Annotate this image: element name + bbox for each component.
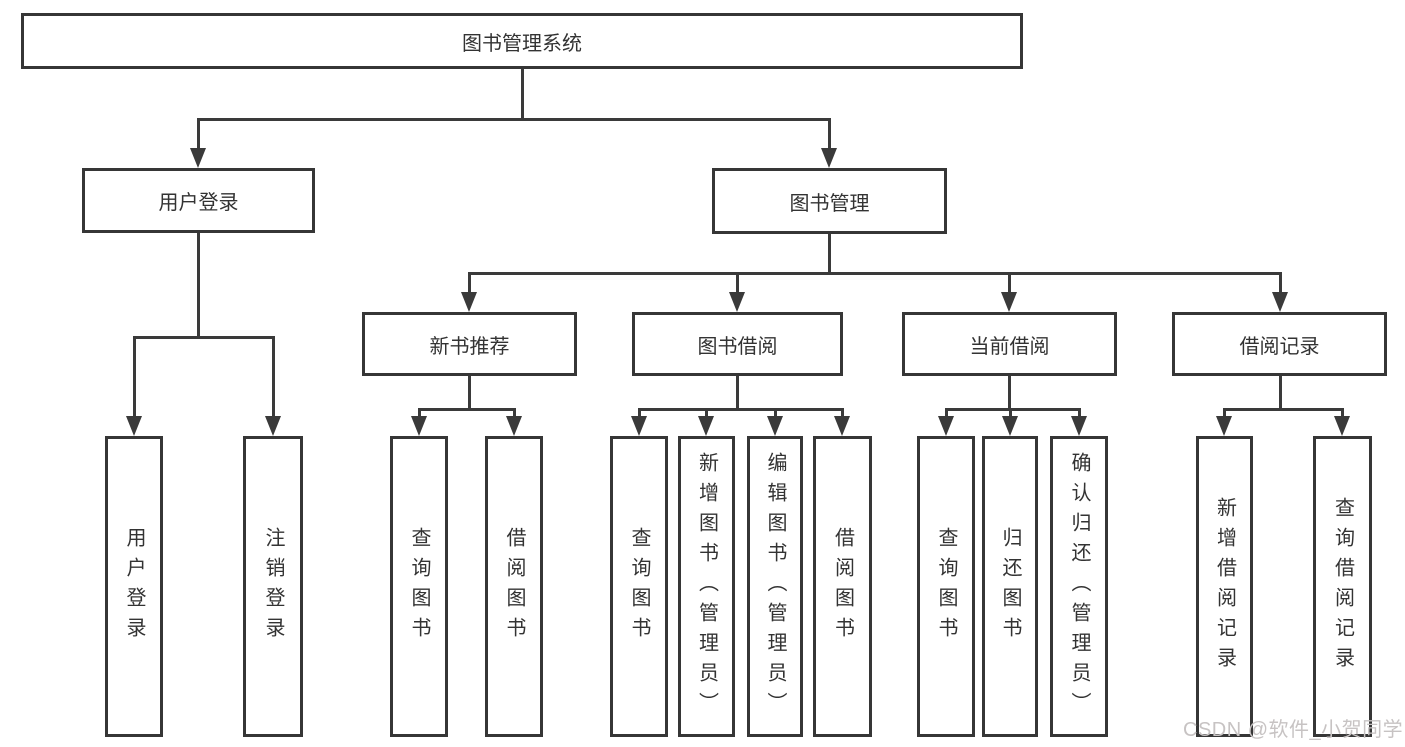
arrow-down-icon <box>190 148 206 168</box>
connector-line <box>521 69 524 121</box>
connector-line <box>1341 408 1344 420</box>
connector-line <box>133 336 275 339</box>
arrow-down-icon <box>821 148 837 168</box>
connector-line <box>1008 376 1011 411</box>
node-label: 用户登录 <box>158 192 239 214</box>
arrow-down-icon <box>834 416 850 436</box>
arrow-down-icon <box>265 416 281 436</box>
connector-line <box>736 376 739 411</box>
connector-line <box>418 408 516 411</box>
connector-line <box>468 272 471 296</box>
leaf-label: 注销登录 <box>262 526 284 647</box>
leaf-label: 查询图书 <box>408 526 430 647</box>
leaf-label: 查询图书 <box>628 526 650 647</box>
leaf-query-books-borrowing: 查询图书 <box>610 436 668 737</box>
arrow-down-icon <box>767 416 783 436</box>
connector-line <box>418 408 421 420</box>
connector-line <box>272 336 275 420</box>
connector-line <box>828 118 831 152</box>
node-borrow-records: 借阅记录 <box>1172 312 1387 376</box>
arrow-down-icon <box>729 292 745 312</box>
leaf-label: 归还图书 <box>999 526 1021 647</box>
leaf-label: 确认归还（管理员） <box>1068 451 1090 722</box>
leaf-borrow-books-recommend: 借阅图书 <box>485 436 543 737</box>
node-new-book-recommend: 新书推荐 <box>362 312 577 376</box>
connector-line <box>1223 408 1344 411</box>
leaf-user-login: 用户登录 <box>105 436 163 737</box>
node-book-management: 图书管理 <box>712 168 947 234</box>
leaf-label: 借阅图书 <box>831 526 854 647</box>
connector-line <box>468 272 1282 275</box>
arrow-down-icon <box>938 416 954 436</box>
connector-line <box>1279 376 1282 411</box>
connector-line <box>1008 272 1011 296</box>
arrow-down-icon <box>1334 416 1350 436</box>
connector-line <box>945 408 1081 411</box>
leaf-add-borrow-record: 新增借阅记录 <box>1196 436 1253 737</box>
arrow-down-icon <box>1272 292 1288 312</box>
leaf-query-books-recommend: 查询图书 <box>390 436 448 737</box>
arrow-down-icon <box>1216 416 1232 436</box>
connector-line <box>774 408 777 420</box>
leaf-return-books: 归还图书 <box>982 436 1038 737</box>
node-label: 当前借阅 <box>969 335 1050 358</box>
connector-line <box>1279 272 1282 296</box>
leaf-label: 新增借阅记录 <box>1213 496 1236 677</box>
leaf-query-borrow-record: 查询借阅记录 <box>1313 436 1372 737</box>
connector-line <box>1223 408 1226 420</box>
leaf-label: 查询借阅记录 <box>1331 496 1354 677</box>
leaf-query-books-current: 查询图书 <box>917 436 975 737</box>
node-user-login: 用户登录 <box>82 168 315 233</box>
connector-line <box>638 408 844 411</box>
node-label: 图书借阅 <box>697 335 778 358</box>
leaf-label: 编辑图书（管理员） <box>764 451 786 722</box>
node-book-borrowing: 图书借阅 <box>632 312 843 376</box>
connector-line <box>133 336 136 420</box>
node-library-system: 图书管理系统 <box>21 13 1023 69</box>
connector-line <box>468 376 471 411</box>
connector-line <box>197 233 200 339</box>
node-label: 新书推荐 <box>429 335 510 358</box>
arrow-down-icon <box>411 416 427 436</box>
leaf-label: 借阅图书 <box>503 526 525 647</box>
connector-line <box>736 272 739 296</box>
connector-line <box>638 408 641 420</box>
connector-line <box>197 118 831 121</box>
connector-line <box>841 408 844 420</box>
arrow-down-icon <box>506 416 522 436</box>
connector-line <box>197 118 200 152</box>
node-label: 借阅记录 <box>1239 335 1320 358</box>
arrow-down-icon <box>1001 292 1017 312</box>
connector-line <box>1009 408 1012 420</box>
leaf-confirm-return-admin: 确认归还（管理员） <box>1050 436 1108 737</box>
node-label: 图书管理 <box>789 192 870 215</box>
connector-line <box>945 408 948 420</box>
leaf-edit-book-admin: 编辑图书（管理员） <box>747 436 803 737</box>
leaf-add-book-admin: 新增图书（管理员） <box>678 436 735 737</box>
leaf-label: 查询图书 <box>935 526 957 647</box>
node-current-borrowing: 当前借阅 <box>902 312 1117 376</box>
node-label: 图书管理系统 <box>462 32 582 55</box>
leaf-label: 用户登录 <box>123 526 145 647</box>
connector-line <box>705 408 708 420</box>
leaf-label: 新增图书（管理员） <box>695 451 718 722</box>
arrow-down-icon <box>631 416 647 436</box>
connector-line <box>513 408 516 420</box>
csdn-watermark: CSDN @软件_小贺同学 <box>1183 719 1404 741</box>
arrow-down-icon <box>698 416 714 436</box>
leaf-logout: 注销登录 <box>243 436 303 737</box>
connector-line <box>828 234 831 275</box>
connector-line <box>1078 408 1081 420</box>
arrow-down-icon <box>126 416 142 436</box>
arrow-down-icon <box>461 292 477 312</box>
leaf-borrow-books-borrowing: 借阅图书 <box>813 436 872 737</box>
arrow-down-icon <box>1002 416 1018 436</box>
arrow-down-icon <box>1071 416 1087 436</box>
